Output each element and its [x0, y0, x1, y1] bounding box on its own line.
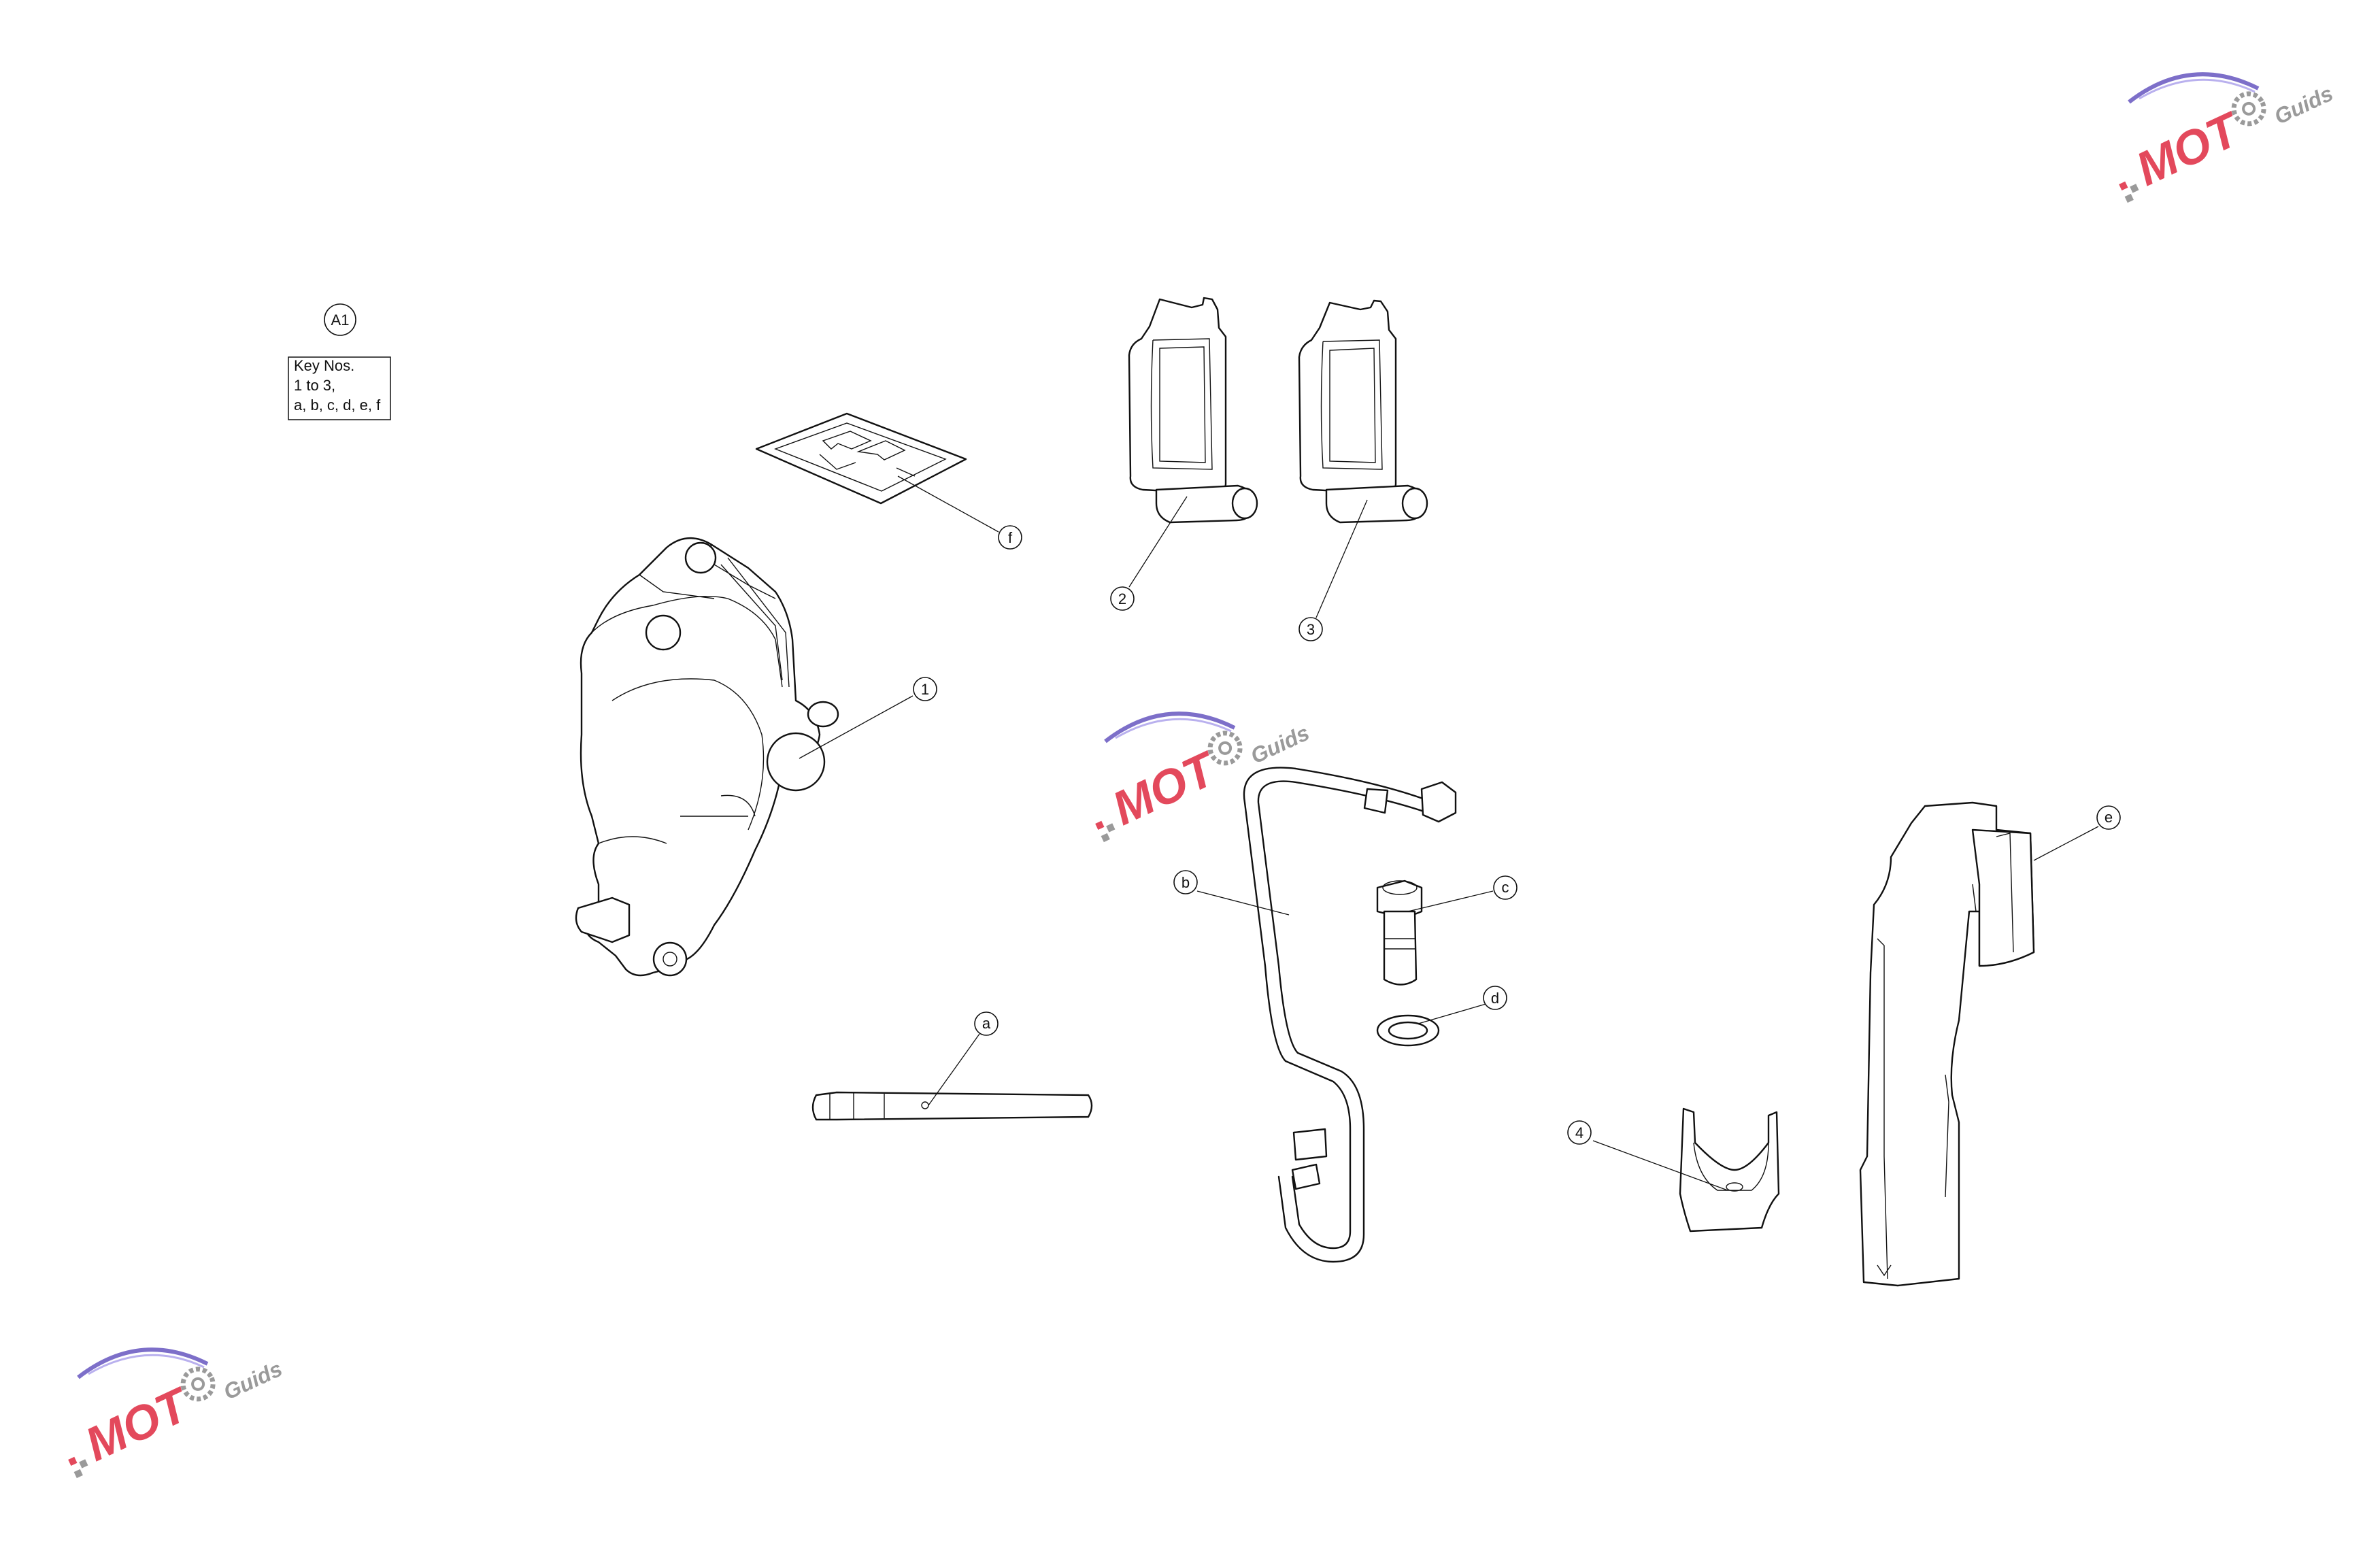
callout-f: f — [998, 525, 1022, 550]
callout-e-label: e — [2105, 809, 2113, 826]
part-3-brake-pad — [1298, 299, 1428, 524]
part-d-washer — [1376, 1014, 1440, 1047]
callout-c-label: c — [1502, 879, 1509, 896]
key-box-line3: a, b, c, d, e, f — [294, 397, 381, 414]
callout-a-label: a — [982, 1015, 991, 1032]
part-c-banjo-bolt — [1376, 879, 1423, 986]
part-f-label-sticker — [755, 412, 967, 505]
callout-d: d — [1483, 986, 1507, 1010]
key-box-line2: 1 to 3, — [294, 377, 335, 394]
part-b-brake-pipe — [1243, 767, 1457, 1263]
part-e-cover — [1859, 801, 2035, 1287]
callout-4: 4 — [1567, 1120, 1592, 1145]
callout-2-label: 2 — [1118, 590, 1126, 607]
key-box-line1: Key Nos. — [294, 357, 354, 374]
watermark-bottom-left — [56, 1335, 288, 1481]
part-4-pad-spring — [1679, 1107, 1780, 1233]
callout-1: 1 — [913, 677, 937, 701]
callout-c: c — [1493, 875, 1518, 900]
callout-a: a — [974, 1011, 999, 1036]
callout-b: b — [1173, 870, 1198, 894]
callout-e: e — [2096, 805, 2121, 830]
reference-a1-label: A1 — [331, 312, 350, 329]
part-1-brake-caliper — [575, 537, 839, 977]
leader-lines — [799, 475, 2099, 1191]
callout-4-label: 4 — [1575, 1124, 1583, 1141]
reference-a1-bubble: A1 — [324, 303, 356, 336]
callout-1-label: 1 — [921, 681, 929, 698]
callout-b-label: b — [1181, 874, 1190, 891]
key-box: Key Nos. 1 to 3, a, b, c, d, e, f — [288, 356, 391, 420]
callout-3: 3 — [1298, 617, 1323, 641]
callout-2: 2 — [1110, 586, 1135, 611]
part-a-pin — [811, 1091, 1093, 1121]
callout-3-label: 3 — [1307, 621, 1315, 638]
watermark-top-right — [2107, 60, 2339, 206]
watermark-center — [1083, 699, 1315, 845]
callout-d-label: d — [1491, 990, 1499, 1007]
callout-f-label: f — [1008, 529, 1013, 546]
part-2-brake-pad — [1128, 297, 1258, 524]
